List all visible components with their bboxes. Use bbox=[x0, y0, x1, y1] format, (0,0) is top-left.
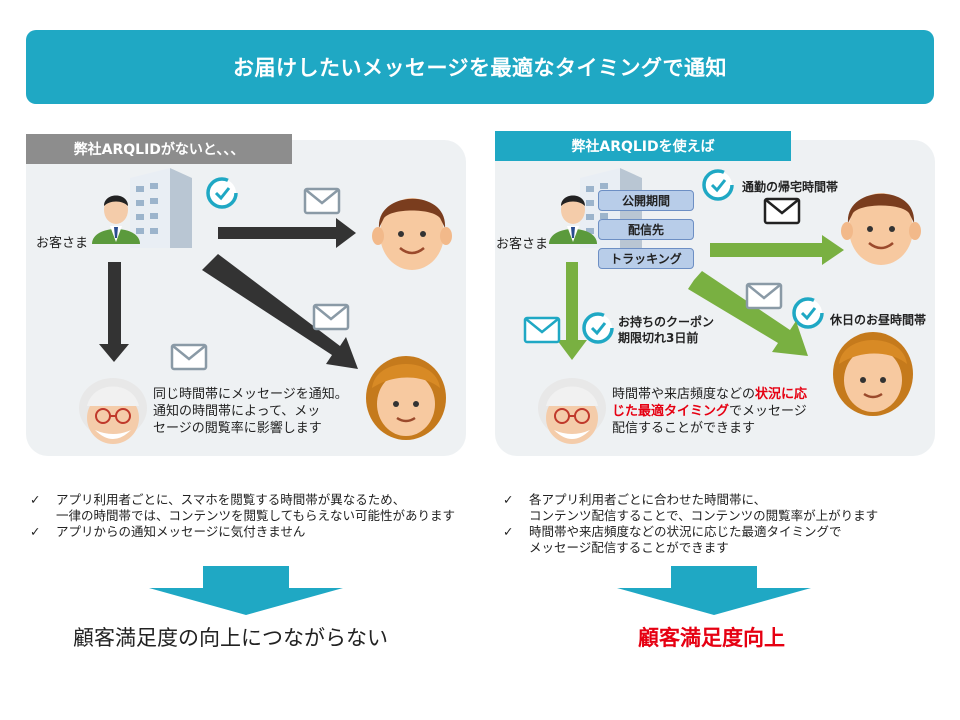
arrow-right-dark bbox=[218, 218, 356, 248]
right-customer-label: お客さま bbox=[496, 237, 549, 252]
elderly-man-icon bbox=[537, 377, 607, 445]
timing-holiday-label: 休日のお昼時間帯 bbox=[830, 313, 927, 327]
arrow-down-green bbox=[557, 262, 587, 360]
bullet-line: 一律の時間帯では、コンテンツを閲覧してもらえない可能性があります bbox=[56, 508, 456, 523]
left-note-line: セージの閲覧率に影響します bbox=[153, 421, 322, 436]
right-note: 時間帯や来店頻度などの状況に応 じた最適タイミングでメッセージ 配信することがで… bbox=[612, 386, 807, 437]
envelope-icon bbox=[170, 343, 208, 371]
clock-icon bbox=[206, 177, 238, 209]
down-arrow-icon bbox=[149, 566, 343, 615]
list-item: ✓ アプリからの通知メッセージに気付きません bbox=[30, 524, 455, 540]
right-panel-tab: 弊社ARQLIDを使えば bbox=[495, 131, 791, 161]
young-man-icon bbox=[839, 191, 923, 267]
check-icon: ✓ bbox=[30, 524, 41, 539]
woman-icon bbox=[364, 354, 448, 442]
bullet-line: メッセージ配信することができます bbox=[529, 540, 729, 555]
young-man-icon bbox=[370, 196, 454, 272]
left-panel-tab: 弊社ARQLIDがないと、、、 bbox=[26, 134, 292, 164]
right-note-text: 時間帯や来店頻度などの bbox=[612, 387, 756, 402]
left-bullet-list: ✓ アプリ利用者ごとに、スマホを閲覧する時間帯が異なるため、 一律の時間帯では、… bbox=[30, 492, 455, 540]
down-arrow-icon bbox=[617, 566, 811, 615]
bullet-line: コンテンツ配信することで、コンテンツの閲覧率が上がります bbox=[529, 508, 879, 523]
right-note-highlight: じた最適タイミング bbox=[612, 404, 730, 419]
list-item: ✓ 各アプリ利用者ごとに合わせた時間帯に、 コンテンツ配信することで、コンテンツ… bbox=[503, 492, 878, 524]
left-note: 同じ時間帯にメッセージを通知。 通知の時間帯によって、メッ セージの閲覧率に影響… bbox=[153, 386, 348, 437]
timing-coupon-line: お持ちのクーポン bbox=[618, 315, 715, 329]
timing-coupon-line: 期限切れ3日前 bbox=[618, 331, 699, 345]
tag-tracking: トラッキング bbox=[598, 248, 694, 269]
envelope-icon bbox=[763, 197, 801, 225]
elderly-man-icon bbox=[78, 377, 148, 445]
right-note-highlight: 状況に応 bbox=[755, 387, 808, 402]
check-icon: ✓ bbox=[503, 492, 514, 507]
arrow-down-dark bbox=[99, 262, 129, 362]
envelope-icon bbox=[523, 316, 561, 344]
right-bullet-list: ✓ 各アプリ利用者ごとに合わせた時間帯に、 コンテンツ配信することで、コンテンツ… bbox=[503, 492, 878, 556]
list-item: ✓ アプリ利用者ごとに、スマホを閲覧する時間帯が異なるため、 一律の時間帯では、… bbox=[30, 492, 455, 524]
left-note-line: 同じ時間帯にメッセージを通知。 bbox=[153, 387, 348, 402]
left-customer-label: お客さま bbox=[36, 236, 89, 251]
clock-icon bbox=[702, 169, 734, 201]
arrow-diagonal-green bbox=[688, 271, 808, 356]
right-note-text: でメッセージ bbox=[729, 404, 807, 419]
clock-icon bbox=[582, 312, 614, 344]
check-icon: ✓ bbox=[503, 524, 514, 539]
left-note-line: 通知の時間帯によって、メッ bbox=[153, 404, 321, 419]
envelope-icon bbox=[303, 187, 341, 215]
right-note-text: 配信することができます bbox=[612, 421, 756, 436]
list-item: ✓ 時間帯や来店頻度などの状況に応じた最適タイミングで メッセージ配信することが… bbox=[503, 524, 878, 556]
check-icon: ✓ bbox=[30, 492, 41, 507]
woman-icon bbox=[831, 330, 915, 418]
bullet-line: 時間帯や来店頻度などの状況に応じた最適タイミングで bbox=[529, 524, 842, 539]
bullet-line: 各アプリ利用者ごとに合わせた時間帯に、 bbox=[529, 492, 767, 507]
bullet-line: アプリ利用者ごとに、スマホを閲覧する時間帯が異なるため、 bbox=[56, 492, 406, 507]
timing-coupon-label: お持ちのクーポン 期限切れ3日前 bbox=[618, 314, 714, 346]
page-title-banner: お届けしたいメッセージを最適なタイミングで通知 bbox=[26, 30, 934, 104]
envelope-icon bbox=[745, 282, 783, 310]
arrow-diagonal-dark bbox=[202, 254, 358, 369]
timing-commute-label: 通勤の帰宅時間帯 bbox=[742, 180, 839, 194]
clock-icon bbox=[792, 297, 824, 329]
tag-recipients: 配信先 bbox=[598, 219, 694, 240]
building-icon bbox=[130, 168, 192, 248]
bullet-line: アプリからの通知メッセージに気付きません bbox=[56, 524, 306, 539]
tag-publish-period: 公開期間 bbox=[598, 190, 694, 211]
envelope-icon bbox=[312, 303, 350, 331]
left-conclusion: 顧客満足度の向上につながらない bbox=[73, 626, 388, 650]
arrow-right-green bbox=[710, 235, 844, 265]
right-conclusion: 顧客満足度向上 bbox=[638, 626, 785, 650]
